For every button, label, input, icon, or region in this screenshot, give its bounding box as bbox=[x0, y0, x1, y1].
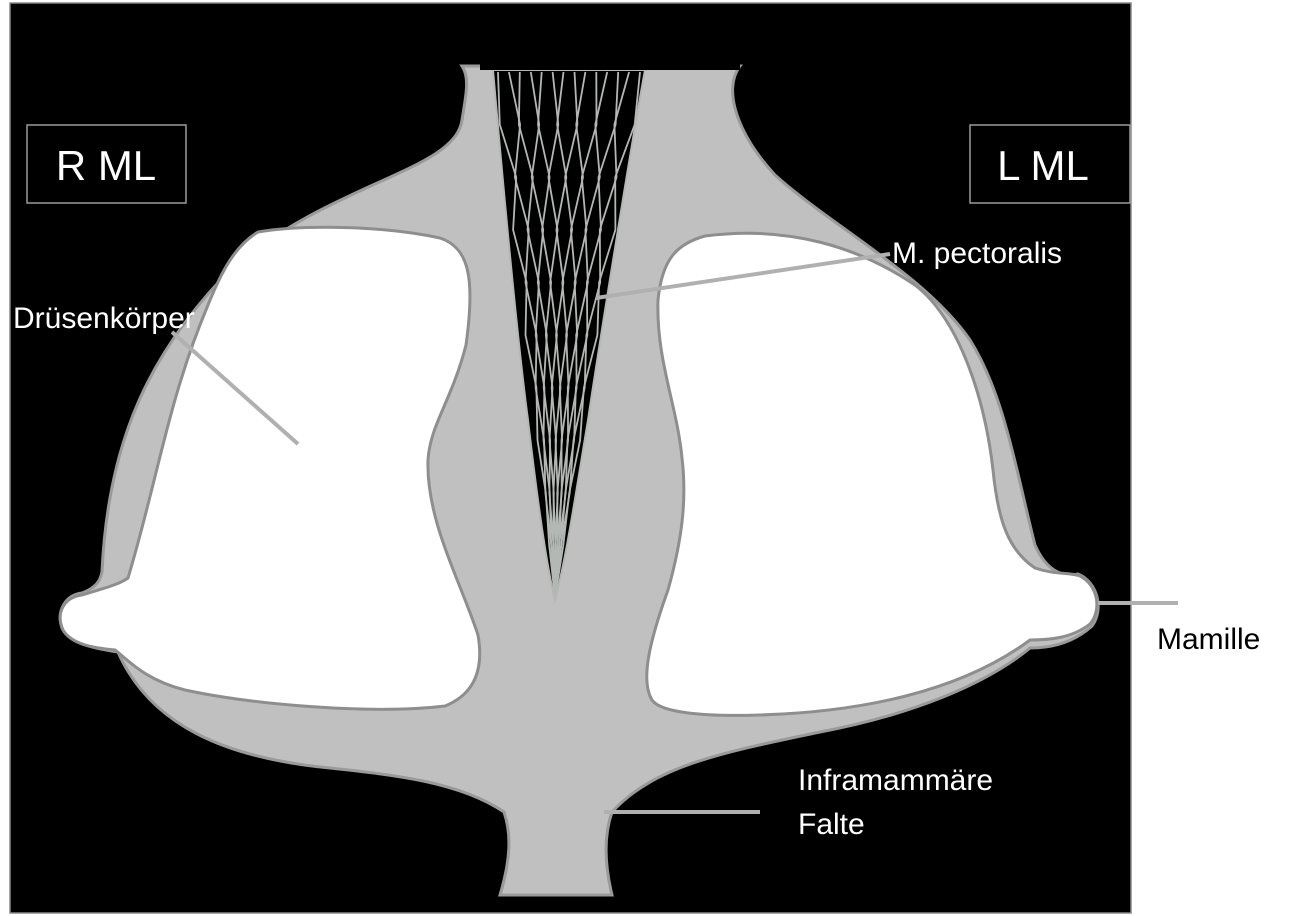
label-inframammary-fold-line1: Inframammäre bbox=[798, 764, 993, 797]
view-label-right: R ML bbox=[56, 142, 156, 189]
label-gland-body: Drüsenkörper bbox=[13, 302, 195, 335]
view-label-left: L ML bbox=[997, 142, 1089, 189]
label-pectoralis: M. pectoralis bbox=[892, 237, 1062, 270]
label-nipple: Mamille bbox=[1157, 623, 1260, 656]
top-edge-strip bbox=[480, 62, 740, 70]
label-inframammary-fold-line2: Falte bbox=[798, 808, 865, 841]
